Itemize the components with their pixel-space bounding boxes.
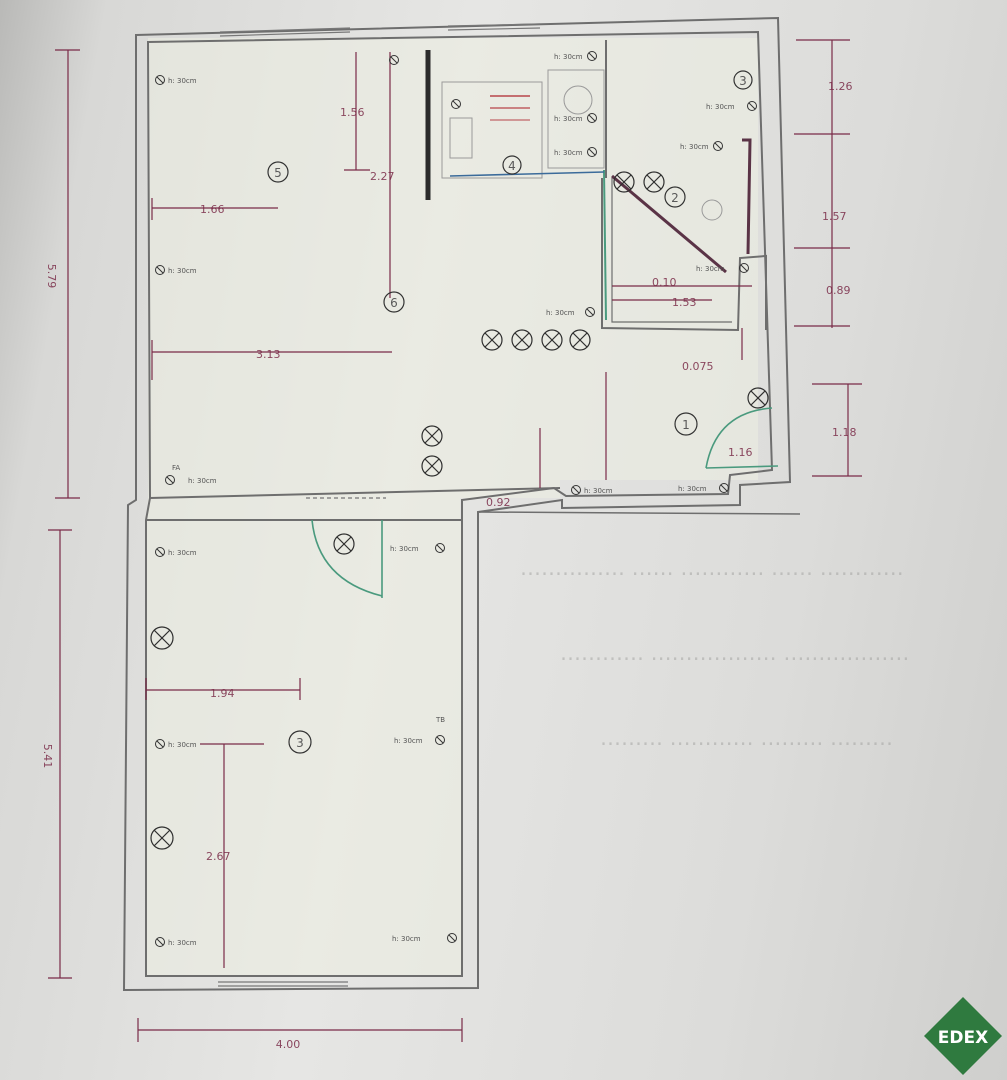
light-icon bbox=[569, 329, 591, 351]
socket-icon: h: 30cm bbox=[554, 147, 597, 157]
ghost-line: …………… …… ………… …… ………… bbox=[520, 556, 904, 580]
plumbing-lines bbox=[449, 95, 605, 177]
socket-label: h: 30cm bbox=[168, 267, 197, 275]
socket-icon: h: 30cm bbox=[392, 933, 457, 943]
socket-label: h: 30cm bbox=[168, 549, 197, 557]
sockets: h: 30cm h: 30cm h: 30cm h: 30cm h: 30cm … bbox=[155, 51, 757, 947]
light-icon bbox=[150, 826, 174, 850]
socket-label: h: 30cm bbox=[554, 149, 583, 157]
socket-icon: h: 30cm bbox=[155, 739, 197, 749]
room-label: 2 bbox=[671, 191, 679, 205]
dimension-lines bbox=[48, 39, 862, 1042]
dim-room-a-height: 2.27 bbox=[370, 170, 395, 183]
kitchen-block bbox=[441, 69, 723, 221]
logo-text: EDEX bbox=[938, 1028, 988, 1048]
socket-label: h: 30cm bbox=[168, 939, 197, 947]
room-numbers bbox=[267, 70, 753, 754]
socket-icon bbox=[389, 55, 399, 65]
windows bbox=[218, 23, 541, 987]
outer-walls bbox=[122, 16, 801, 992]
socket-label: h: 30cm bbox=[584, 487, 613, 495]
socket-icon: h: 30cm bbox=[571, 485, 613, 495]
socket-icon: h: 30cm bbox=[165, 475, 217, 485]
socket-label: h: 30cm bbox=[394, 737, 423, 745]
room-number-labels: 5 6 2 3 4 1 3 bbox=[274, 74, 747, 750]
dim-right-2: 1.57 bbox=[822, 210, 847, 223]
tb-label: TB bbox=[435, 716, 445, 724]
edex-logo: EDEX bbox=[924, 997, 1002, 1075]
doors bbox=[306, 407, 779, 598]
ghost-line: ………… ……………… ……………… bbox=[560, 641, 909, 665]
room-label: 4 bbox=[508, 159, 516, 173]
socket-label: h: 30cm bbox=[390, 545, 419, 553]
light-icon bbox=[747, 387, 769, 409]
socket-label: h: 30cm bbox=[188, 477, 217, 485]
light-icon bbox=[421, 425, 443, 447]
dim-right-4: 1.18 bbox=[832, 426, 857, 439]
socket-label: h: 30cm bbox=[696, 265, 725, 273]
dim-room-b-width: 1.94 bbox=[210, 687, 235, 700]
dim-door-width: 1.16 bbox=[728, 446, 753, 459]
socket-icon: h: 30cm bbox=[546, 307, 595, 317]
dim-bath-gap: 0.10 bbox=[652, 276, 677, 289]
light-icon bbox=[421, 455, 443, 477]
background-text: …………… …… ………… …… ………… ………… ……………… ………………… bbox=[520, 556, 909, 750]
socket-label: h: 30cm bbox=[392, 935, 421, 943]
dim-wall-step: 0.92 bbox=[486, 496, 511, 509]
dimension-labels: 5.79 5.41 4.00 1.26 1.57 0.89 1.18 1.56 … bbox=[41, 80, 857, 1051]
dim-bath-width: 1.53 bbox=[672, 296, 697, 309]
dim-right-1: 1.26 bbox=[828, 80, 853, 93]
socket-icon: h: 30cm bbox=[706, 101, 757, 111]
fd-label: FA bbox=[172, 464, 180, 472]
socket-icon: h: 30cm bbox=[394, 735, 445, 745]
dim-room-a-width-2: 3.13 bbox=[256, 348, 281, 361]
light-icon bbox=[613, 171, 635, 193]
socket-icon: h: 30cm bbox=[390, 543, 445, 553]
room-label: 3 bbox=[739, 74, 747, 88]
socket-icon: h: 30cm bbox=[155, 265, 197, 275]
socket-icon: h: 30cm bbox=[554, 113, 597, 123]
dim-top-left-height: 5.79 bbox=[45, 264, 58, 289]
socket-label: h: 30cm bbox=[554, 115, 583, 123]
light-icon bbox=[643, 171, 665, 193]
socket-label: h: 30cm bbox=[678, 485, 707, 493]
room-label: 5 bbox=[274, 166, 282, 180]
socket-icon: h: 30cm bbox=[155, 937, 197, 947]
light-icon bbox=[333, 533, 355, 555]
dim-bath-offset: 0.075 bbox=[682, 360, 714, 373]
socket-label: h: 30cm bbox=[680, 143, 709, 151]
socket-label: h: 30cm bbox=[168, 741, 197, 749]
bathroom-walls bbox=[425, 40, 767, 332]
light-icon bbox=[511, 329, 533, 351]
dim-bottom-width: 4.00 bbox=[276, 1038, 301, 1051]
dim-bottom-left-height: 5.41 bbox=[41, 744, 54, 769]
light-icon bbox=[541, 329, 563, 351]
socket-icon: h: 30cm bbox=[678, 483, 729, 493]
socket-icon: h: 30cm bbox=[155, 547, 197, 557]
dim-room-b-height: 2.67 bbox=[206, 850, 231, 863]
logo-diamond bbox=[924, 997, 1002, 1075]
light-fixtures bbox=[150, 171, 769, 850]
socket-icon: h: 30cm bbox=[696, 263, 749, 273]
ghost-line: ……… ………… ……… ……… bbox=[600, 726, 893, 750]
light-icon bbox=[150, 626, 174, 650]
socket-icon: h: 30cm bbox=[155, 75, 197, 85]
socket-icon: h: 30cm bbox=[680, 141, 723, 151]
light-icon bbox=[481, 329, 503, 351]
dim-right-3: 0.89 bbox=[826, 284, 851, 297]
socket-icon: h: 30cm bbox=[554, 51, 597, 61]
socket-label: h: 30cm bbox=[706, 103, 735, 111]
dim-room-a-width-1: 1.66 bbox=[200, 203, 225, 216]
socket-label: h: 30cm bbox=[546, 309, 575, 317]
room-label: 6 bbox=[390, 296, 398, 310]
socket-icon bbox=[451, 99, 461, 109]
socket-label: h: 30cm bbox=[554, 53, 583, 61]
dim-room-a-depth: 1.56 bbox=[340, 106, 365, 119]
room-label: 3 bbox=[296, 736, 304, 750]
room-label: 1 bbox=[682, 418, 690, 432]
socket-label: h: 30cm bbox=[168, 77, 197, 85]
